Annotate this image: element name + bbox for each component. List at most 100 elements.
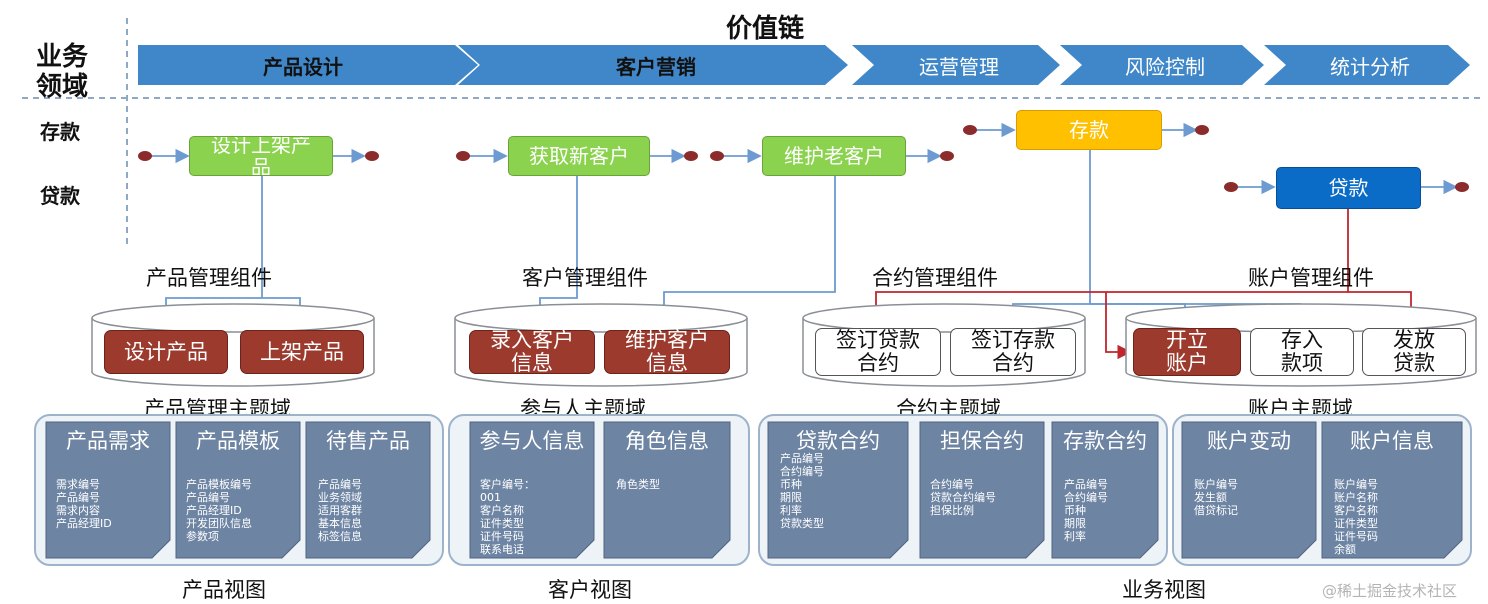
component-title-product: 产品管理组件 — [146, 266, 272, 290]
field-item: 期限 — [1064, 517, 1086, 530]
field-item: 客户编号： — [480, 478, 535, 491]
endpoint-dots — [138, 125, 1469, 192]
field-item: 001 — [480, 491, 501, 504]
view-label-business: 业务视图 — [1122, 578, 1206, 602]
component-title-customer: 客户管理组件 — [522, 266, 648, 290]
field-item: 产品模板编号 — [186, 478, 252, 491]
field-item: 利率 — [1064, 530, 1086, 543]
field-item: 产品经理ID — [56, 517, 112, 530]
field-item: 开发团队信息 — [186, 517, 252, 530]
component-sign-deposit-contract[interactable]: 签订存款合约 — [950, 328, 1076, 376]
fields-guarantee-contract: 合约编号贷款合约编号担保比例 — [930, 478, 996, 517]
field-item: 利率 — [780, 504, 802, 517]
value-chain — [138, 45, 1470, 85]
row-label-loan: 贷款 — [40, 184, 80, 208]
entity-title-product-for-sale: 待售产品 — [326, 429, 410, 453]
component-maintain-customer-info[interactable]: 维护客户信息 — [604, 329, 730, 375]
component-title-account: 账户管理组件 — [1248, 266, 1374, 290]
chevron-label-statistics: 统计分析 — [1330, 54, 1410, 79]
component-design-product[interactable]: 设计产品 — [104, 330, 228, 374]
field-item: 产品经理ID — [186, 504, 242, 517]
entity-title-guarantee-contract: 担保合约 — [940, 429, 1024, 453]
component-sign-loan-contract[interactable]: 签订贷款合约 — [815, 328, 941, 376]
field-item: 贷款合约编号 — [930, 491, 996, 504]
node-loan[interactable]: 贷款 — [1276, 167, 1421, 209]
field-item: 产品编号 — [318, 478, 362, 491]
entity-title-loan-contract: 贷款合约 — [796, 429, 880, 453]
fields-role-info: 角色类型 — [616, 478, 660, 491]
field-item: 账户编号 — [1194, 478, 1238, 491]
component-launch-product[interactable]: 上架产品 — [240, 330, 364, 374]
doc-product-for-sale — [305, 421, 431, 559]
value-chain-title: 价值链 — [726, 14, 805, 44]
field-item: 角色类型 — [616, 478, 660, 491]
chevron-label-product-design: 产品设计 — [263, 54, 343, 79]
chevron-label-operations: 运营管理 — [919, 54, 999, 79]
fields-product-for-sale: 产品编号业务领域适用客群基本信息标签信息 — [318, 478, 362, 543]
field-item: 合约编号 — [1064, 491, 1108, 504]
field-item: 期限 — [780, 491, 802, 504]
fields-account-change: 账户编号发生额借贷标记 — [1194, 478, 1238, 517]
field-item: 适用客群 — [318, 504, 362, 517]
field-item: 发生额 — [1194, 491, 1227, 504]
component-title-contract: 合约管理组件 — [872, 266, 998, 290]
field-item: 产品编号 — [1064, 478, 1108, 491]
entity-title-account-info: 账户信息 — [1350, 429, 1434, 453]
chevron-label-risk-control: 风险控制 — [1125, 54, 1205, 79]
field-item: 证件类型 — [480, 517, 524, 530]
field-item: 需求内容 — [56, 504, 100, 517]
field-item: 合约编号 — [780, 465, 824, 478]
entity-title-product-template: 产品模板 — [196, 429, 280, 453]
chevron-product-design — [138, 45, 478, 85]
entity-title-party-info: 参与人信息 — [479, 429, 585, 453]
field-item: 产品编号 — [186, 491, 230, 504]
view-label-customer: 客户视图 — [548, 578, 632, 602]
doc-role-info — [603, 421, 731, 559]
field-item: 贷款类型 — [780, 517, 824, 530]
view-label-product: 产品视图 — [182, 578, 266, 602]
component-issue-loan[interactable]: 发放贷款 — [1362, 328, 1466, 376]
component-open-account[interactable]: 开立账户 — [1133, 328, 1241, 376]
business-domain-label-line2: 领域 — [36, 72, 89, 102]
field-item: 需求编号 — [56, 478, 100, 491]
field-item: 证件号码 — [480, 530, 524, 543]
chevron-operations — [852, 45, 1060, 85]
field-item: 证件号码 — [1334, 530, 1378, 543]
doc-loan-contract — [767, 421, 909, 559]
node-maintain-old-customer[interactable]: 维护老客户 — [762, 136, 906, 176]
field-item: 客户名称 — [1334, 504, 1378, 517]
node-acquire-new-customer[interactable]: 获取新客户 — [508, 136, 650, 176]
row-label-deposit: 存款 — [40, 120, 80, 144]
entity-title-role-info: 角色信息 — [625, 429, 709, 453]
field-item: 标签信息 — [318, 530, 362, 543]
chevron-statistics — [1264, 45, 1470, 85]
doc-deposit-contract — [1051, 421, 1159, 559]
component-deposit-funds[interactable]: 存入款项 — [1250, 328, 1354, 376]
fields-loan-contract: 产品编号合约编号币种期限利率贷款类型 — [780, 452, 824, 530]
doc-account-info — [1321, 421, 1463, 559]
node-design-launch-product[interactable]: 设计上架产品 — [189, 136, 333, 176]
watermark: @稀土掘金技术社区 — [1322, 582, 1458, 600]
fields-product-requirement: 需求编号产品编号需求内容产品经理ID — [56, 478, 112, 530]
chevron-customer-marketing — [458, 45, 848, 85]
field-item: 币种 — [780, 478, 802, 491]
field-item: 证件类型 — [1334, 517, 1378, 530]
fields-deposit-contract: 产品编号合约编号币种期限利率 — [1064, 478, 1108, 543]
field-item: 担保比例 — [930, 504, 974, 517]
field-item: 账户名称 — [1334, 491, 1378, 504]
field-item: 币种 — [1064, 504, 1086, 517]
field-item: 客户名称 — [480, 504, 524, 517]
field-item: 业务领域 — [318, 491, 362, 504]
business-domain-label-line1: 业务 — [36, 42, 89, 72]
doc-account-change — [1181, 421, 1317, 559]
component-record-customer-info[interactable]: 录入客户信息 — [469, 329, 595, 375]
field-item: 基本信息 — [318, 517, 362, 530]
doc-party-info — [469, 421, 595, 559]
node-deposit[interactable]: 存款 — [1016, 110, 1162, 150]
chevron-risk-control — [1060, 45, 1264, 85]
doc-product-template — [175, 421, 301, 559]
field-item: 余额 — [1334, 543, 1356, 556]
